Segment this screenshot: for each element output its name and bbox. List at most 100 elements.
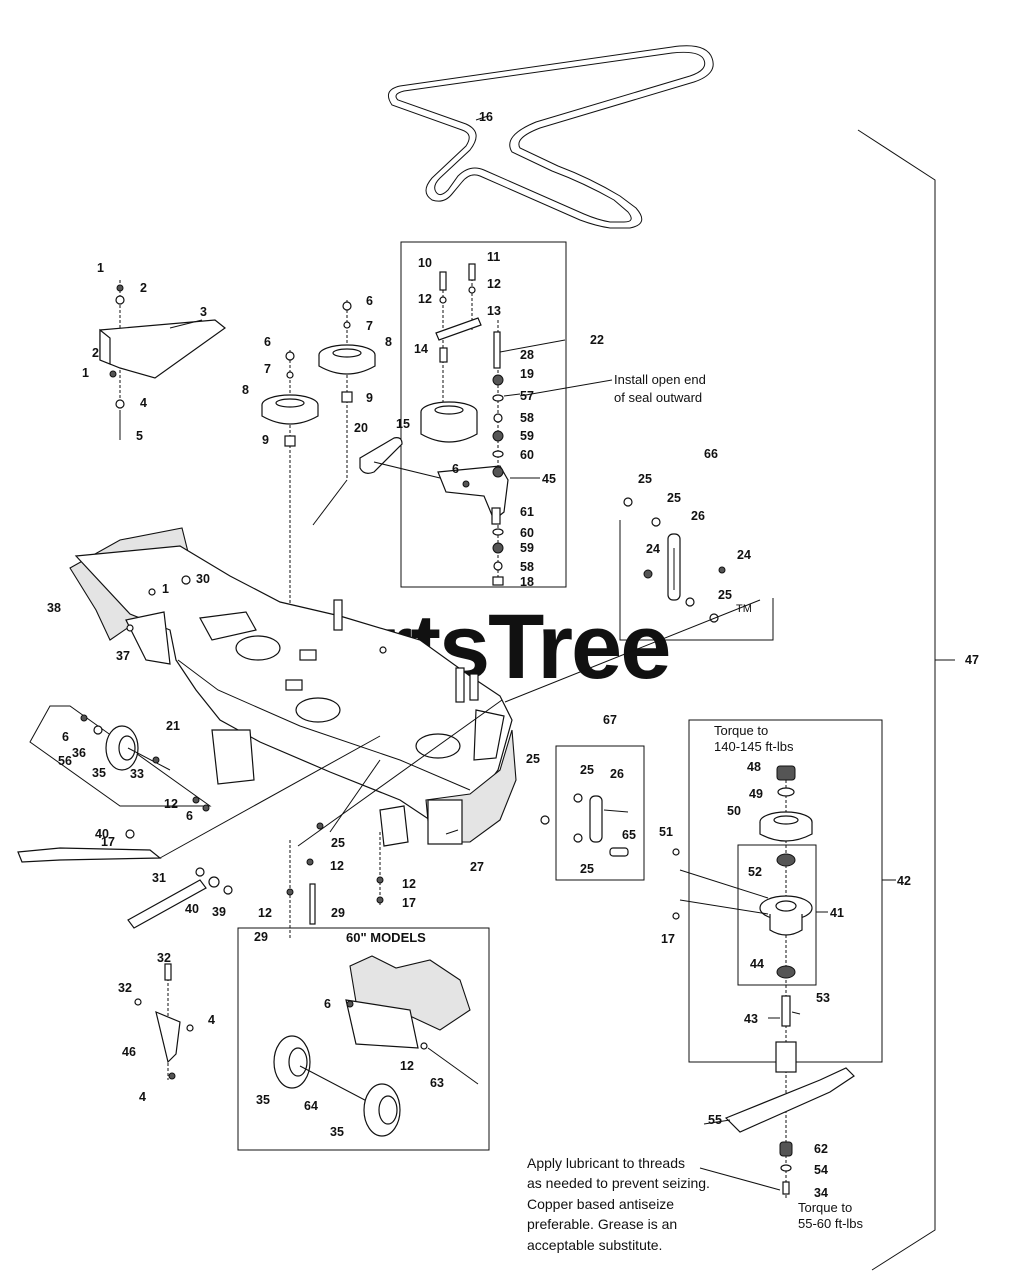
callout: 25 bbox=[580, 763, 594, 777]
seal-note-line2: of seal outward bbox=[614, 390, 702, 405]
callout: 2 bbox=[92, 346, 99, 360]
callout: 21 bbox=[166, 719, 180, 733]
callout: 13 bbox=[487, 304, 501, 318]
callout: 6 bbox=[366, 294, 373, 308]
lube-note-line: Copper based antiseize bbox=[527, 1196, 674, 1212]
callout: 12 bbox=[258, 906, 272, 920]
callout: 47 bbox=[965, 653, 979, 667]
callout: 6 bbox=[264, 335, 271, 349]
lube-note-line: acceptable substitute. bbox=[527, 1237, 662, 1253]
callout: 56 bbox=[58, 754, 72, 768]
torque-note-top-line1: Torque to bbox=[714, 723, 768, 738]
callout: 6 bbox=[186, 809, 193, 823]
callout: 6 bbox=[324, 997, 331, 1011]
callout: 25 bbox=[526, 752, 540, 766]
callout: 10 bbox=[418, 256, 432, 270]
callout: 39 bbox=[212, 905, 226, 919]
callout: 58 bbox=[520, 411, 534, 425]
lift-arms bbox=[17, 735, 384, 940]
idler-bracket-assembly bbox=[99, 280, 226, 440]
callout: 45 bbox=[542, 472, 556, 486]
chain-kit-box-66 bbox=[619, 520, 774, 641]
idler-spring bbox=[359, 437, 441, 479]
callout: 40 bbox=[95, 827, 109, 841]
models-60-box bbox=[237, 927, 490, 1151]
callout: 17 bbox=[101, 835, 115, 849]
callout: 14 bbox=[414, 342, 428, 356]
callout: 60 bbox=[520, 448, 534, 462]
spindle-housing-box-41 bbox=[737, 844, 817, 986]
callout: 66 bbox=[704, 447, 718, 461]
deflector-bracket-46 bbox=[134, 963, 194, 1080]
callout: 54 bbox=[814, 1163, 828, 1177]
callout: 2 bbox=[140, 281, 147, 295]
callout: 35 bbox=[92, 766, 106, 780]
callout: 31 bbox=[152, 871, 166, 885]
callout: 7 bbox=[366, 319, 373, 333]
callout: 12 bbox=[330, 859, 344, 873]
watermark-trademark: TM bbox=[736, 603, 752, 615]
callout: 17 bbox=[661, 932, 675, 946]
callout: 6 bbox=[452, 462, 459, 476]
callout: 35 bbox=[256, 1093, 270, 1107]
callout: 63 bbox=[430, 1076, 444, 1090]
callout: 48 bbox=[747, 760, 761, 774]
callout: 46 bbox=[122, 1045, 136, 1059]
callout: 12 bbox=[418, 292, 432, 306]
chain-kit-box-67 bbox=[555, 745, 645, 881]
callout: 32 bbox=[118, 981, 132, 995]
callout: 12 bbox=[487, 277, 501, 291]
notes: Install open end of seal outward Torque … bbox=[346, 372, 864, 1253]
callout: 28 bbox=[520, 348, 534, 362]
lube-note-line: Apply lubricant to threads bbox=[527, 1155, 685, 1171]
callout: 5 bbox=[136, 429, 143, 443]
callout: 20 bbox=[354, 421, 368, 435]
callout: 4 bbox=[140, 396, 147, 410]
callout: 25 bbox=[718, 588, 732, 602]
callout: 51 bbox=[659, 825, 673, 839]
lube-note-line: preferable. Grease is an bbox=[527, 1216, 677, 1232]
models-60-wheels bbox=[273, 955, 479, 1137]
callout: 12 bbox=[402, 877, 416, 891]
callout: 49 bbox=[749, 787, 763, 801]
callout: 38 bbox=[47, 601, 61, 615]
torque-note-bottom-line2: 55-60 ft-lbs bbox=[798, 1216, 864, 1231]
callout: 11 bbox=[487, 250, 500, 264]
callout: 9 bbox=[262, 433, 269, 447]
callout: 15 bbox=[396, 417, 410, 431]
torque-note-top-line2: 140-145 ft-lbs bbox=[714, 739, 794, 754]
callout: 60 bbox=[520, 526, 534, 540]
callout: 30 bbox=[196, 572, 210, 586]
torque-note-bottom-line1: Torque to bbox=[798, 1200, 852, 1215]
lube-note-line: as needed to prevent seizing. bbox=[527, 1175, 710, 1191]
callout: 35 bbox=[330, 1125, 344, 1139]
callout: 9 bbox=[366, 391, 373, 405]
callout: 42 bbox=[897, 874, 911, 888]
callout: 61 bbox=[520, 505, 534, 519]
callout: 57 bbox=[520, 389, 534, 403]
callout: 26 bbox=[691, 509, 705, 523]
callout: 67 bbox=[603, 713, 617, 727]
mower-deck bbox=[69, 527, 761, 847]
callout: 7 bbox=[264, 362, 271, 376]
seal-note-line1: Install open end bbox=[614, 372, 706, 387]
idler-assembly bbox=[420, 263, 509, 586]
callout: 12 bbox=[400, 1059, 414, 1073]
callout: 62 bbox=[814, 1142, 828, 1156]
callout: 16 bbox=[479, 110, 493, 124]
callout-labels: 16 1 2 3 2 1 4 5 6 7 8 9 6 7 8 9 10 11 1… bbox=[47, 110, 979, 1200]
callout: 4 bbox=[139, 1090, 146, 1104]
callout: 29 bbox=[254, 930, 268, 944]
spindle-assembly bbox=[672, 765, 855, 1200]
chain-kit-66 bbox=[623, 497, 726, 623]
chain-kit-67 bbox=[540, 793, 629, 857]
callout: 40 bbox=[185, 902, 199, 916]
callout: 25 bbox=[667, 491, 681, 505]
callout: 12 bbox=[164, 797, 178, 811]
callout: 24 bbox=[737, 548, 751, 562]
drive-belt bbox=[387, 45, 714, 229]
deck-pulleys bbox=[261, 300, 376, 610]
callout: 22 bbox=[590, 333, 604, 347]
callout: 32 bbox=[157, 951, 171, 965]
callout: 17 bbox=[402, 896, 416, 910]
